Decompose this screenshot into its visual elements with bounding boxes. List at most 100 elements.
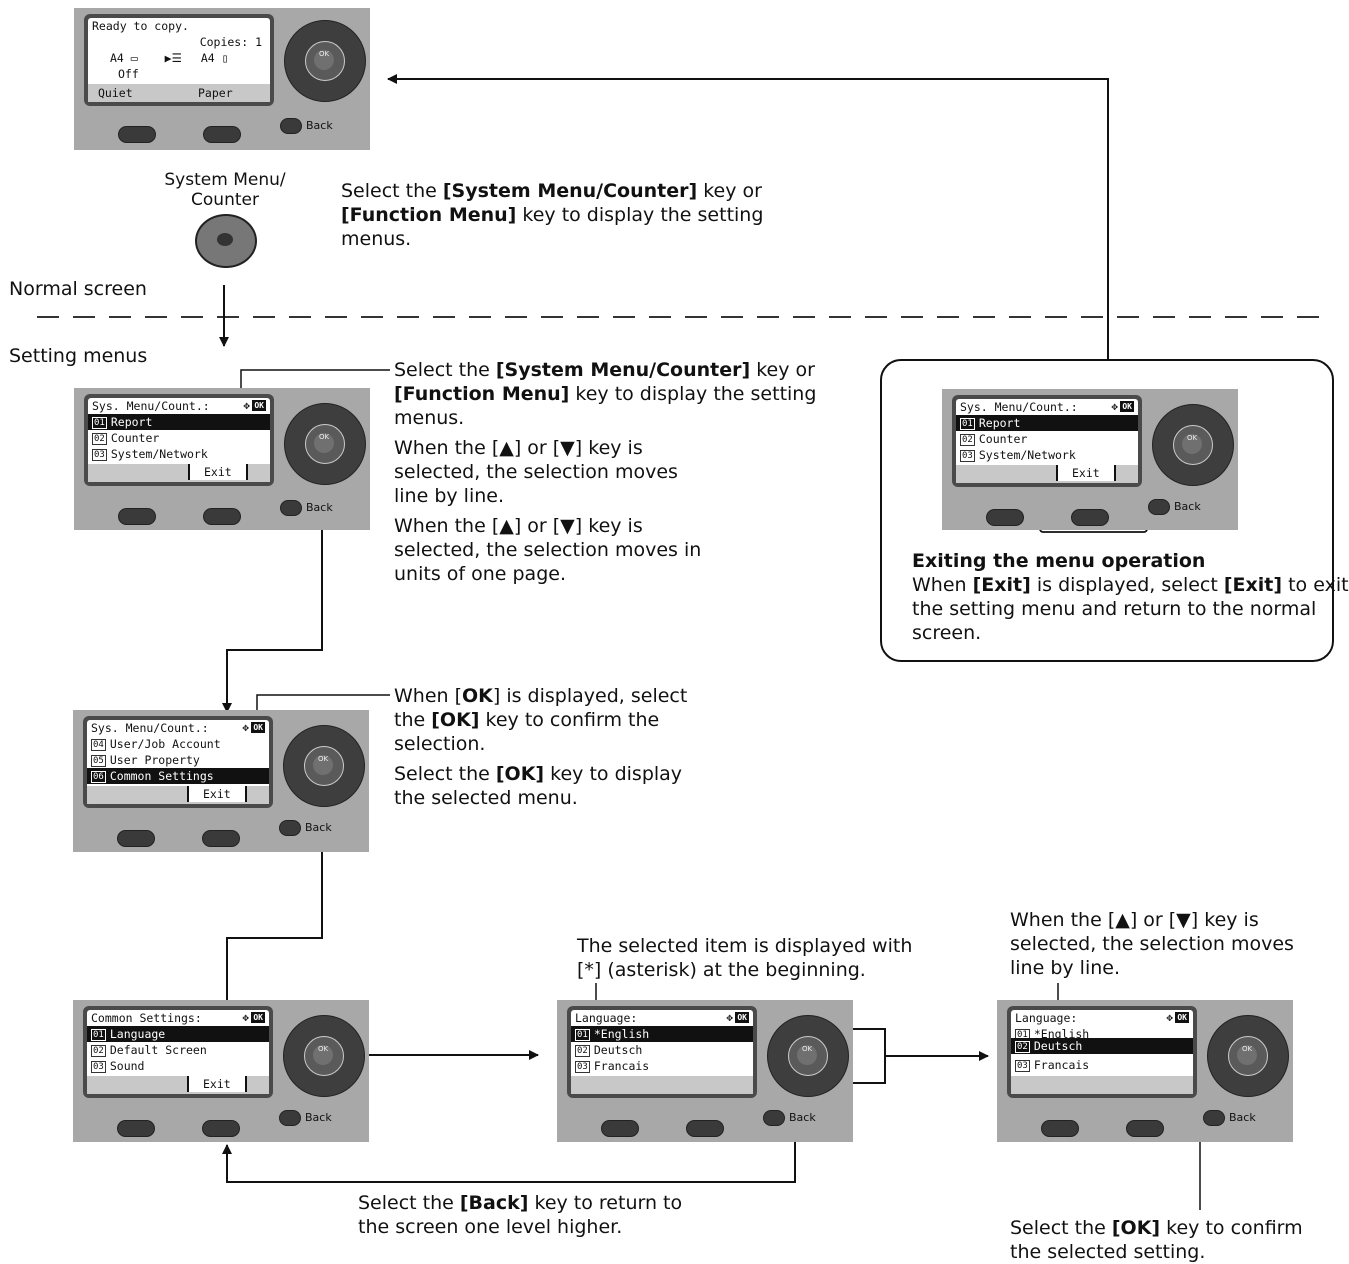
- ok-badge: OK: [251, 1012, 265, 1023]
- right-soft-key[interactable]: [1071, 509, 1109, 526]
- copies-count: Copies: 1: [199, 35, 262, 49]
- back-key-label: Back: [306, 501, 333, 514]
- ok-badge: OK: [251, 722, 265, 733]
- back-key-label: Back: [1229, 1111, 1256, 1124]
- paper-size-left: A4: [110, 51, 124, 65]
- exit-info-title: Exiting the menu operation: [912, 550, 1206, 572]
- right-soft-key[interactable]: [203, 126, 241, 143]
- back-key[interactable]: [763, 1110, 785, 1126]
- ok-key[interactable]: OK: [313, 1045, 333, 1065]
- direction-pad[interactable]: OK: [283, 1015, 365, 1097]
- ok-key[interactable]: OK: [1237, 1045, 1257, 1065]
- right-soft-key[interactable]: [686, 1120, 724, 1137]
- right-soft-key[interactable]: [203, 508, 241, 525]
- back-key[interactable]: [279, 1110, 301, 1126]
- list-item[interactable]: 01*English: [571, 1026, 753, 1042]
- arrow-exit-to-normal: [387, 74, 1109, 360]
- arrow-panel2-to-panel3: [222, 785, 323, 1012]
- menu-header: Language:: [575, 1011, 638, 1025]
- copy-lcd: Ready to copy. Copies: 1 A4 ▭ ▶☰ A4 ▯ Of…: [88, 18, 270, 102]
- back-key-label: Back: [306, 119, 333, 132]
- direction-pad[interactable]: OK: [283, 725, 365, 807]
- back-key[interactable]: [1148, 499, 1170, 515]
- right-soft-key[interactable]: [1126, 1120, 1164, 1137]
- back-key-label: Back: [1174, 500, 1201, 513]
- setting-menus-label: Setting menus: [9, 345, 148, 367]
- left-soft-key[interactable]: [986, 509, 1024, 526]
- direction-pad[interactable]: OK: [1207, 1015, 1289, 1097]
- list-item[interactable]: 01*English: [1015, 1027, 1090, 1041]
- ok-badge: OK: [1175, 1012, 1189, 1023]
- exit-softkey-label: Exit: [187, 1076, 247, 1092]
- exit-softkey-label: Exit: [187, 786, 247, 802]
- direction-pad[interactable]: OK: [284, 20, 366, 102]
- menu-header: Common Settings:: [91, 1011, 202, 1025]
- left-soft-key[interactable]: [1041, 1120, 1079, 1137]
- move-arrows-icon: ✥: [242, 1011, 249, 1024]
- back-key[interactable]: [1203, 1110, 1225, 1126]
- left-soft-key[interactable]: [118, 126, 156, 143]
- move-arrows-icon: ✥: [242, 721, 249, 734]
- paper-portrait-icon: ▯: [221, 51, 229, 65]
- intro-text: Select the [System Menu/Counter] key or …: [341, 180, 764, 250]
- left-soft-key[interactable]: [118, 508, 156, 525]
- direction-pad[interactable]: OK: [767, 1015, 849, 1097]
- direction-pad[interactable]: OK: [284, 403, 366, 485]
- left-soft-key[interactable]: [117, 1120, 155, 1137]
- arrow-back-to-panel3: [222, 1133, 796, 1183]
- paper-size-right: A4: [200, 51, 215, 65]
- copy-status: Ready to copy.: [92, 19, 189, 33]
- back-key[interactable]: [280, 118, 302, 134]
- updown-note: When the [▲] or [▼] key is selected, the…: [1010, 909, 1294, 979]
- softkey-quiet-label: Quiet: [98, 86, 133, 100]
- right-soft-key[interactable]: [202, 1120, 240, 1137]
- system-menu-key[interactable]: [195, 214, 257, 268]
- back-key[interactable]: [279, 820, 301, 836]
- direction-pad[interactable]: OK: [1152, 404, 1234, 486]
- ok-key[interactable]: OK: [314, 50, 334, 70]
- ok-key[interactable]: OK: [1182, 434, 1202, 454]
- tray-icon: ▶☰: [164, 51, 182, 65]
- exit-softkey-label: Exit: [1056, 465, 1116, 481]
- move-arrows-icon: ✥: [243, 399, 250, 412]
- back-key-label: Back: [305, 821, 332, 834]
- callout-ok: When [OK] is displayed, select the [OK] …: [394, 685, 688, 809]
- move-arrows-icon: ✥: [1111, 400, 1118, 413]
- left-soft-key[interactable]: [117, 830, 155, 847]
- ok-badge: OK: [1120, 401, 1134, 412]
- exit-softkey-label: Exit: [188, 464, 248, 480]
- back-key-label: Back: [305, 1111, 332, 1124]
- normal-screen-label: Normal screen: [9, 278, 147, 300]
- left-soft-key[interactable]: [601, 1120, 639, 1137]
- sysmenu-key-label-line2: Counter: [191, 190, 259, 210]
- right-soft-key[interactable]: [202, 830, 240, 847]
- ok-key[interactable]: OK: [313, 755, 333, 775]
- ok-key[interactable]: OK: [314, 433, 334, 453]
- back-key[interactable]: [280, 500, 302, 516]
- copy-panel: Ready to copy. Copies: 1 A4 ▭ ▶☰ A4 ▯ Of…: [74, 8, 370, 150]
- menu-header: Sys. Menu/Count.:: [92, 399, 210, 413]
- ok-key[interactable]: OK: [797, 1045, 817, 1065]
- ok-badge: OK: [735, 1012, 749, 1023]
